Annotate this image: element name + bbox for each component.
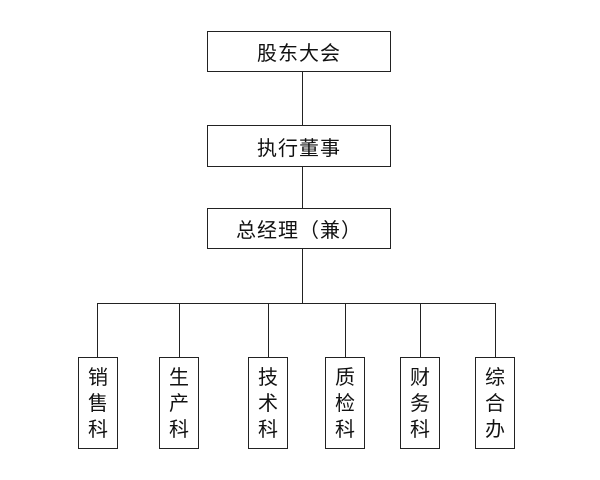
branch-horizontal: [97, 303, 496, 304]
executive-director-label: 执行董事: [257, 135, 341, 160]
dept-label-sales: 销售科: [88, 365, 108, 441]
dept-box-technology: 技术科: [248, 357, 288, 449]
dept-box-general-office: 综合办: [475, 357, 515, 449]
general-manager-box: 总经理（兼）: [207, 208, 391, 249]
shareholders-meeting-box: 股东大会: [207, 31, 391, 72]
branch-drop-2: [179, 303, 180, 357]
dept-box-quality: 质检科: [325, 357, 365, 449]
branch-drop-3: [268, 303, 269, 357]
connector-2-3: [302, 167, 303, 208]
dept-label-general-office: 综合办: [485, 365, 505, 441]
general-manager-label: 总经理（兼）: [236, 218, 362, 242]
branch-drop-1: [97, 303, 98, 357]
dept-label-technology: 技术科: [258, 365, 278, 441]
dept-label-quality: 质检科: [335, 365, 355, 441]
dept-box-production: 生产科: [159, 357, 199, 449]
connector-3-branch: [302, 248, 303, 303]
connector-1-2: [302, 71, 303, 125]
dept-label-finance: 财务科: [410, 365, 430, 441]
branch-drop-6: [495, 303, 496, 357]
branch-drop-5: [420, 303, 421, 357]
branch-drop-4: [345, 303, 346, 357]
dept-box-finance: 财务科: [400, 357, 440, 449]
executive-director-box: 执行董事: [207, 125, 391, 167]
dept-box-sales: 销售科: [78, 357, 118, 449]
shareholders-meeting-label: 股东大会: [257, 41, 341, 65]
dept-label-production: 生产科: [169, 365, 189, 441]
